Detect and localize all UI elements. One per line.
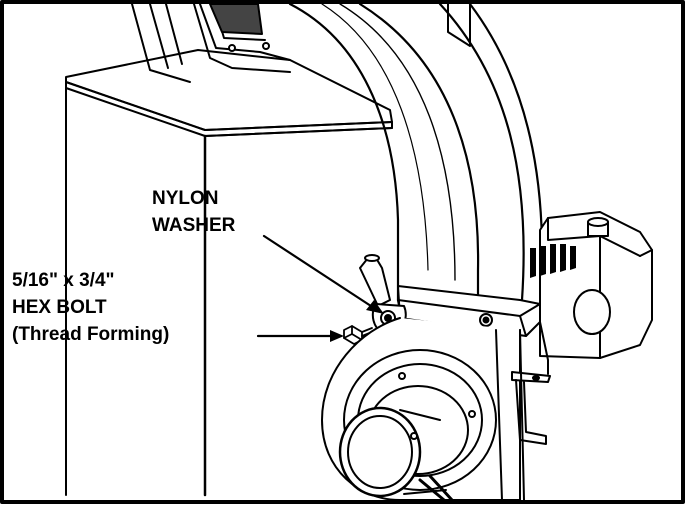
gearbox [530, 211, 653, 359]
bolt-label-line2: HEX BOLT [12, 297, 107, 318]
washer-arrowhead [366, 300, 384, 314]
support-bracket [495, 321, 551, 501]
washer-leader [262, 234, 376, 310]
bolt-label-line1: 5/16" x 3/4" [12, 270, 115, 291]
callout-leaders [256, 234, 384, 342]
fan-housing [321, 317, 521, 502]
washer-label-line1: NYLON [152, 188, 219, 209]
washer-label-line2: WASHER [152, 215, 236, 236]
bolt-arrowhead [330, 330, 344, 342]
vent-opening [209, 3, 263, 35]
bolt-label-line3: (Thread Forming) [12, 324, 169, 345]
discharge-tube [288, 2, 544, 312]
cabinet [65, 49, 393, 497]
vent-slots [530, 244, 576, 278]
